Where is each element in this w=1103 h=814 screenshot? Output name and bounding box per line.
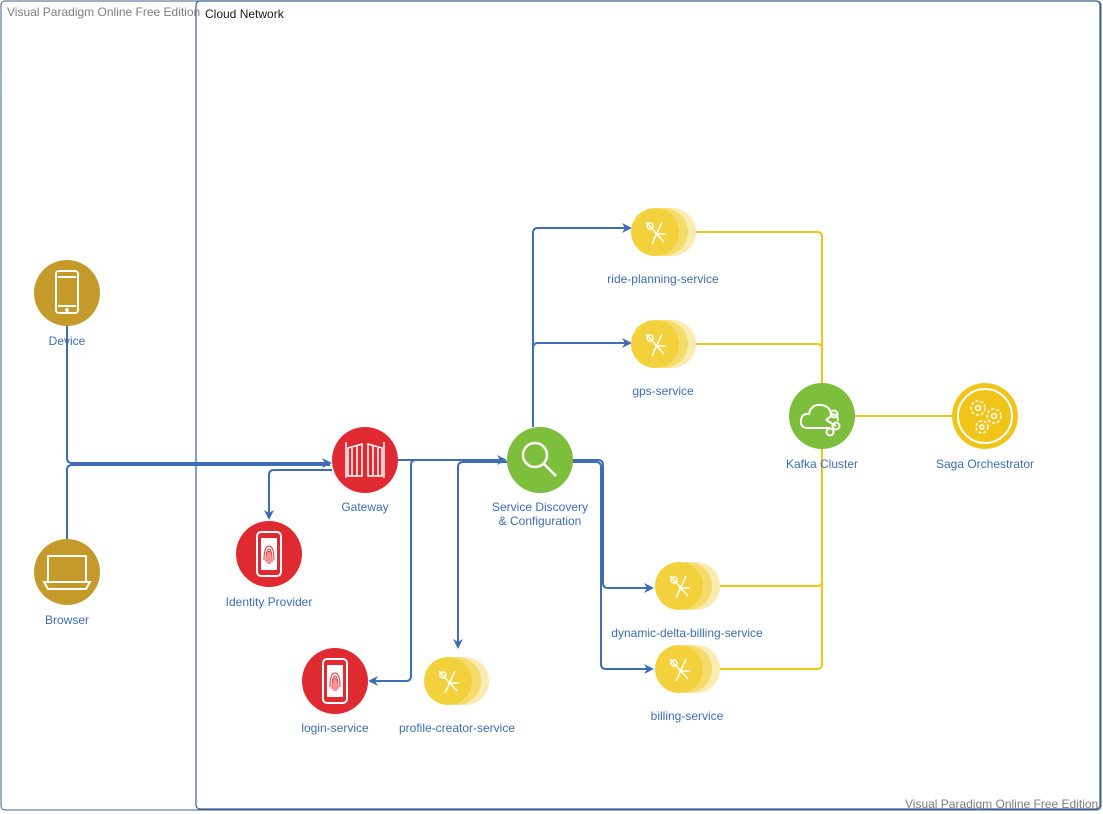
magnifier-icon [521, 441, 557, 477]
browser-node[interactable] [34, 539, 100, 605]
fingerprint-phone-icon [322, 658, 348, 704]
connector-gps-kafka[interactable] [694, 343, 823, 385]
microservice-icon [645, 333, 666, 357]
monitor-icon [42, 555, 92, 590]
microservice-icon [669, 575, 690, 599]
microservice-icon [669, 658, 690, 682]
cloud-network-icon [799, 403, 841, 437]
device-node[interactable] [34, 260, 100, 326]
connector-discovery-ride[interactable] [532, 223, 632, 427]
gps-service-label: gps-service [632, 384, 694, 398]
identity-provider-label: Identity Provider [225, 595, 313, 609]
login-service-label: login-service [301, 721, 369, 735]
ride-planning-label: ride-planning-service [607, 272, 719, 286]
billing-service-node[interactable] [655, 645, 720, 693]
connector-gateway-identity[interactable] [264, 469, 332, 520]
saga-orchestrator-node[interactable] [952, 383, 1018, 449]
microservice-icon [645, 221, 666, 245]
connector-discovery-billing[interactable] [572, 461, 654, 674]
service-discovery-node[interactable] [507, 427, 573, 493]
saga-orchestrator-label: Saga Orchestrator [935, 457, 1035, 471]
watermark-top: Visual Paradigm Online Free Edition [7, 5, 201, 19]
kafka-cluster-node[interactable] [789, 383, 855, 449]
device-label: Device [48, 334, 86, 348]
kafka-cluster-label: Kafka Cluster [785, 457, 859, 471]
microservice-icon [438, 670, 459, 694]
dynamic-billing-node[interactable] [655, 562, 720, 610]
dynamic-billing-label: dynamic-delta-billing-service [611, 626, 763, 640]
gateway-label: Gateway [341, 500, 389, 514]
watermark-bottom: Visual Paradigm Online Free Edition [905, 797, 1099, 811]
gateway-node[interactable] [332, 427, 398, 493]
gears-icon [970, 400, 1002, 434]
connector-discovery-dynamic[interactable] [572, 459, 654, 593]
profile-creator-label: profile-creator-service [398, 721, 516, 735]
billing-service-label: billing-service [650, 709, 724, 723]
blue-connectors [66, 223, 654, 686]
connector-to-login[interactable] [368, 459, 440, 686]
smartphone-icon [55, 270, 79, 314]
profile-creator-node[interactable] [424, 657, 489, 705]
service-discovery-label-line2: & Configuration [498, 514, 582, 528]
connector-discovery-gps[interactable] [532, 338, 632, 427]
yellow-connectors [694, 231, 953, 670]
connector-device-gateway[interactable] [66, 318, 332, 468]
login-service-node[interactable] [302, 648, 368, 714]
identity-provider-node[interactable] [236, 521, 302, 587]
connector-to-profile[interactable] [453, 461, 507, 649]
service-discovery-label-line1: Service Discovery [491, 500, 589, 514]
fingerprint-phone-icon [256, 531, 282, 577]
cloud-network-frame-title: Cloud Network [205, 7, 284, 21]
connector-billing-kafka[interactable] [718, 449, 823, 670]
cloud-network-frame[interactable] [195, 0, 1101, 810]
browser-label: Browser [44, 613, 90, 627]
ride-planning-node[interactable] [631, 208, 696, 256]
gate-icon [345, 442, 385, 478]
connector-browser-gateway[interactable] [66, 464, 330, 540]
connector-ride-kafka[interactable] [694, 231, 823, 385]
gps-service-node[interactable] [631, 320, 696, 368]
